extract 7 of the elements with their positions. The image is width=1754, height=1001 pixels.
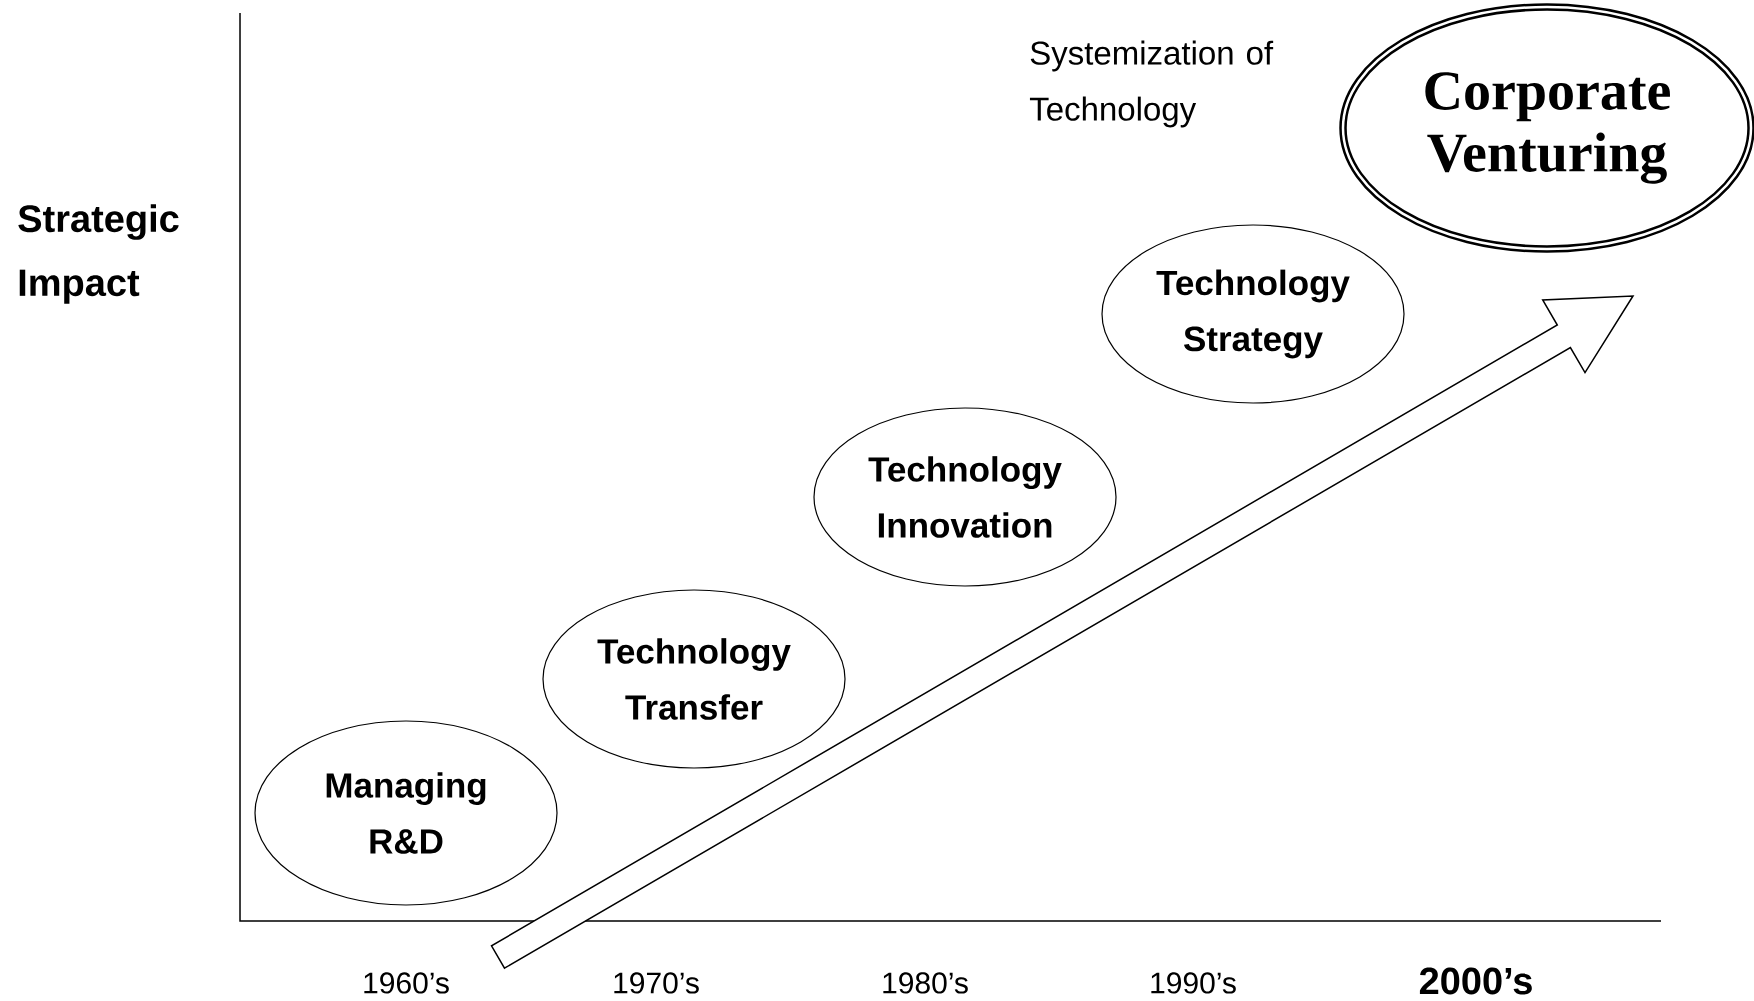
- year-label: 1960’s: [364, 972, 449, 994]
- axis-label: Strategic Impact: [18, 204, 179, 304]
- note-text: Systemization of Technology: [1029, 40, 1274, 128]
- year-label: 2000’s: [1419, 967, 1532, 995]
- year-label: 1990’s: [1151, 972, 1236, 994]
- year-label: 1980’s: [883, 972, 968, 994]
- year-label: 1970’s: [614, 972, 699, 994]
